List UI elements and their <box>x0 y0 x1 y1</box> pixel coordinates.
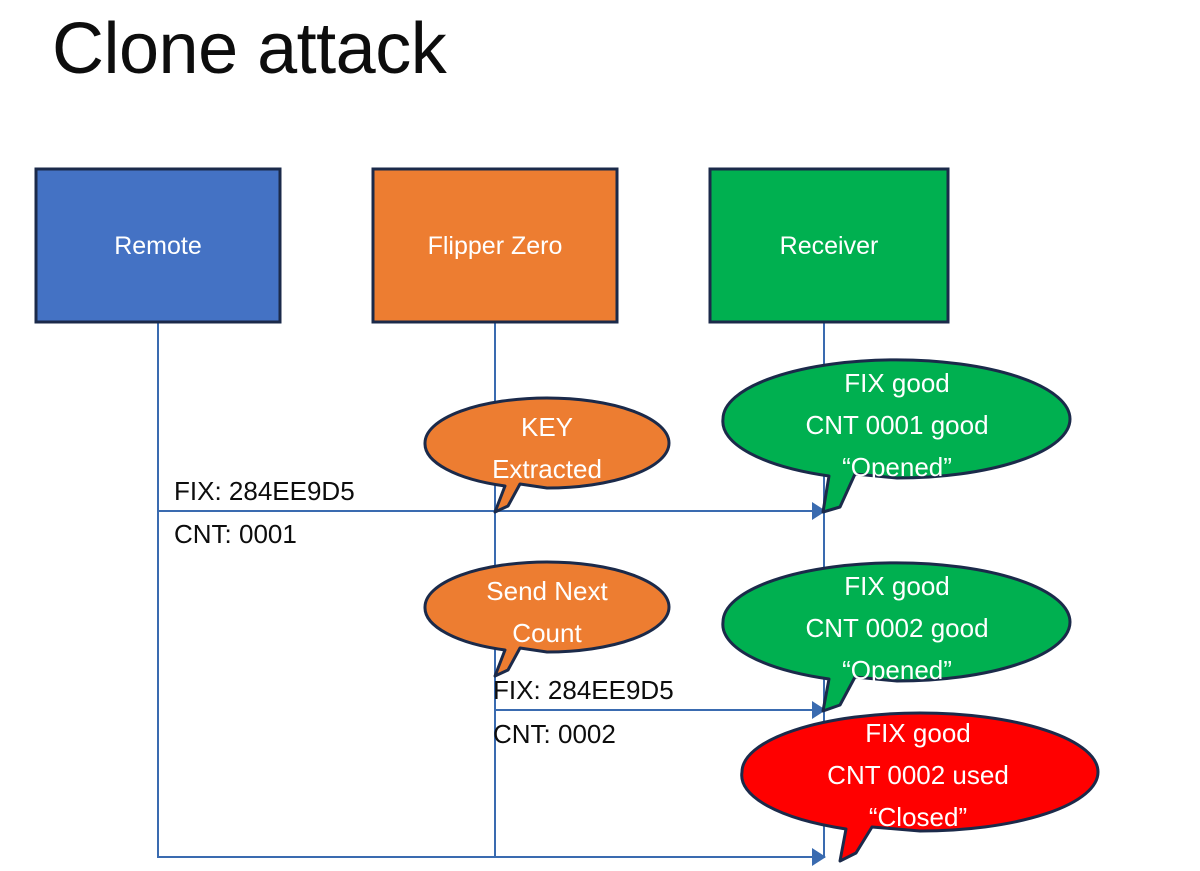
callout-receiver-ack-2-line-2: CNT 0002 good <box>805 613 988 643</box>
callout-send-next-count[interactable]: Send Next Count <box>423 560 671 678</box>
message-1-label-cnt: CNT: 0001 <box>174 519 297 549</box>
callout-key-extracted[interactable]: KEY Extracted <box>423 396 671 514</box>
callout-receiver-reject-shape[interactable] <box>740 711 1100 863</box>
lane-receiver-box[interactable] <box>708 167 950 324</box>
message-arrow-2-head <box>812 701 826 719</box>
callout-send-next-count-line-2: Count <box>512 618 582 648</box>
callout-receiver-ack-1[interactable]: FIX good CNT 0001 good “Opened” <box>721 358 1072 514</box>
message-arrow-3-head <box>812 848 826 866</box>
callout-receiver-ack-2-line-3: “Opened” <box>842 655 952 685</box>
lane-flipper-zero[interactable]: Flipper Zero <box>371 167 619 324</box>
callout-receiver-ack-2-line-1: FIX good <box>844 571 950 601</box>
callout-key-extracted-line-2: Extracted <box>492 454 602 484</box>
callout-key-extracted-line-1: KEY <box>521 412 573 442</box>
callout-receiver-ack-1-line-3: “Opened” <box>842 452 952 482</box>
callout-receiver-ack-2-shape[interactable] <box>721 561 1072 713</box>
lane-remote-box[interactable] <box>34 167 282 324</box>
message-2-label-fix: FIX: 284EE9D5 <box>493 675 674 705</box>
callout-receiver-ack-1-shape[interactable] <box>721 358 1072 514</box>
message-2-label-cnt: CNT: 0002 <box>493 719 616 749</box>
lane-remote[interactable]: Remote <box>34 167 282 324</box>
callout-send-next-count-line-1: Send Next <box>486 576 608 606</box>
callout-receiver-ack-1-line-2: CNT 0001 good <box>805 410 988 440</box>
lane-receiver-label: Receiver <box>780 232 879 260</box>
lane-receiver[interactable]: Receiver <box>708 167 950 324</box>
callout-receiver-ack-2[interactable]: FIX good CNT 0002 good “Opened” <box>721 561 1072 713</box>
callout-receiver-reject-line-2: CNT 0002 used <box>827 760 1009 790</box>
callout-receiver-ack-1-line-1: FIX good <box>844 368 950 398</box>
callout-receiver-reject-line-1: FIX good <box>865 718 971 748</box>
lane-remote-label: Remote <box>114 232 202 260</box>
callout-receiver-reject-line-3: “Closed” <box>869 802 967 832</box>
page-title: Clone attack <box>52 9 447 89</box>
message-arrow-1-head <box>812 502 826 520</box>
callout-send-next-count-shape[interactable] <box>423 560 671 678</box>
lane-flipper-zero-box[interactable] <box>371 167 619 324</box>
callout-receiver-reject[interactable]: FIX good CNT 0002 used “Closed” <box>740 711 1100 863</box>
callout-key-extracted-shape[interactable] <box>423 396 671 514</box>
lane-flipper-zero-label: Flipper Zero <box>428 232 563 260</box>
message-1-label-fix: FIX: 284EE9D5 <box>174 476 355 506</box>
